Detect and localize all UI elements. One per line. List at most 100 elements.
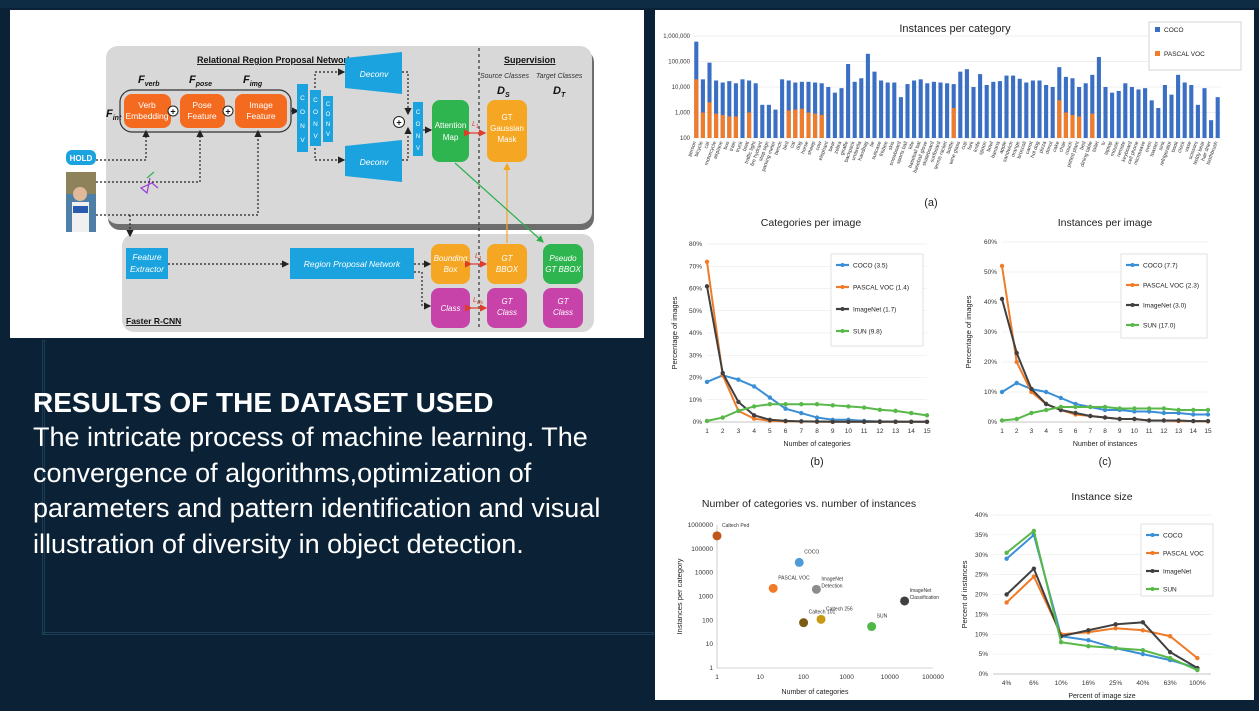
chart-c-point xyxy=(1132,416,1137,422)
chart-c-point xyxy=(1191,407,1196,413)
chart-b-point xyxy=(846,419,851,424)
chart-e-point xyxy=(1004,600,1009,605)
chart-a-category-label: zebra xyxy=(833,141,843,155)
chart-a-bar-coco xyxy=(1202,88,1207,138)
chart-a-category-label: toaster xyxy=(1149,140,1160,157)
chart-c-point xyxy=(999,296,1005,302)
chart-a-category-label: person xyxy=(687,141,698,158)
chart-d-point xyxy=(712,531,722,541)
gt-gaussian-box xyxy=(487,100,527,162)
chart-c-title: Instances per image xyxy=(1058,217,1153,229)
feature-extractor-line1: Feature xyxy=(132,252,162,262)
chart-a-category-label: frisbee xyxy=(879,141,890,158)
chart-a-category-label: truck xyxy=(735,140,745,153)
faster-rcnn-title: Faster R-CNN xyxy=(126,316,181,326)
chart-b-legend-marker xyxy=(840,263,845,267)
chart-c-point xyxy=(1014,416,1019,422)
chart-instances-per-image: Instances per image0%10%20%30%40%50%60%1… xyxy=(964,217,1212,468)
chart-d-point-label: PASCAL VOC xyxy=(778,575,810,581)
chart-a-bar-coco xyxy=(1077,87,1082,138)
chart-a-bar-coco xyxy=(1017,78,1022,138)
chart-b-point xyxy=(751,413,757,418)
chart-a-bar-coco xyxy=(885,82,890,138)
chart-e-point xyxy=(1058,640,1064,645)
chart-a-bar-coco xyxy=(879,80,884,138)
chart-d-ytick: 100000 xyxy=(691,546,713,553)
chart-c-point xyxy=(1191,418,1196,424)
chart-a-bar-coco xyxy=(1103,87,1108,138)
chart-c-xtick: 12 xyxy=(1160,428,1168,435)
chart-c-point xyxy=(1043,401,1049,407)
chart-a-category-label: pizza xyxy=(1038,141,1048,155)
chart-a-bar-coco xyxy=(931,81,936,138)
chart-d-xlabel: Number of categories xyxy=(782,689,849,696)
chart-a-bar-pascal xyxy=(720,114,725,138)
chart-b-ytick: 40% xyxy=(689,330,702,337)
chart-c-xtick: 4 xyxy=(1044,428,1048,435)
chart-a-category-label: tie xyxy=(869,141,877,148)
chart-a-category-label: remote xyxy=(1116,141,1127,158)
gt-class-target-line1: GT xyxy=(557,297,569,306)
chart-e-point xyxy=(1086,628,1091,633)
chart-d-xtick: 1 xyxy=(715,674,719,681)
chart-a-legend-label: PASCAL VOC xyxy=(1164,51,1205,58)
chart-c-point xyxy=(1146,406,1152,411)
chart-a-bar-coco xyxy=(964,69,969,138)
chart-e-ylabel: Percent of instances xyxy=(960,560,969,628)
chart-b-ylabel: Percentage of images xyxy=(670,296,679,369)
chart-c-legend-marker xyxy=(1130,263,1135,267)
chart-d-xtick: 100000 xyxy=(922,674,944,681)
chart-b-ytick: 70% xyxy=(689,263,702,270)
hold-label: HOLD xyxy=(70,154,93,163)
chart-d-title: Number of categories vs. number of insta… xyxy=(702,498,916,510)
chart-a-bar-coco xyxy=(780,79,785,138)
chart-a-ytick: 100,000 xyxy=(668,60,690,66)
chart-a-category-label: tv xyxy=(1100,140,1107,146)
gt-class-target-box xyxy=(543,288,583,328)
chart-a-category-label: airplane xyxy=(713,141,725,161)
chart-e-xtick: 40% xyxy=(1136,680,1149,687)
chart-b-point xyxy=(830,403,835,408)
deconv-top xyxy=(345,52,402,94)
chart-a-bar-coco xyxy=(1096,57,1101,138)
chart-a-category-label: sheep xyxy=(807,141,818,156)
chart-a-bar-coco xyxy=(991,81,996,138)
chart-e-point xyxy=(1167,634,1173,639)
chart-a-bar-pascal xyxy=(700,112,705,138)
chart-d-point-label: Caltech Ped xyxy=(722,523,749,529)
chart-a-bar-pascal xyxy=(714,113,719,138)
chart-b-legend-marker xyxy=(840,307,845,311)
chart-a-bar-coco xyxy=(1129,87,1134,138)
results-heading: RESULTS OF THE DATASET USED xyxy=(33,387,494,418)
chart-a-category-label: bicycle xyxy=(694,141,705,158)
chart-e-point xyxy=(1195,667,1200,673)
chart-a-category-label: mouse xyxy=(1110,141,1121,158)
chart-c-point xyxy=(1088,404,1093,410)
chart-a-category-label: bed xyxy=(1079,141,1088,151)
chart-c-xtick: 15 xyxy=(1204,428,1212,435)
chart-c-point xyxy=(1088,413,1093,419)
chart-a-bar-coco xyxy=(1011,75,1016,138)
chart-c-ytick: 0% xyxy=(988,419,998,426)
chart-a-bar-coco xyxy=(747,80,752,138)
chart-b-point xyxy=(814,419,820,424)
chart-a-title: Instances per category xyxy=(899,23,1011,35)
chart-c-point xyxy=(1058,395,1064,401)
chart-a-category-label: clock xyxy=(1177,140,1187,154)
bounding-box-line2: Box xyxy=(444,265,459,274)
chart-c-point xyxy=(1043,389,1049,395)
chart-c-legend-label: SUN (17.0) xyxy=(1143,323,1176,330)
chart-b-line xyxy=(706,374,927,423)
chart-a-category-label: giraffe xyxy=(839,141,850,157)
chart-d-xtick: 10 xyxy=(757,674,765,681)
chart-b-point xyxy=(909,419,914,424)
chart-a-bar-coco xyxy=(1063,76,1068,138)
chart-c-xtick: 5 xyxy=(1059,428,1063,435)
chart-b-point xyxy=(893,419,898,424)
chart-e-legend-label: ImageNet xyxy=(1163,569,1191,576)
chart-instances-per-category: Instances per category1,000,000100,00010… xyxy=(663,21,1242,209)
chart-a-category-label: fork xyxy=(967,140,976,151)
rrpn-title: Relational Region Proposal Network xyxy=(197,55,353,65)
chart-a-bar-coco xyxy=(1116,90,1121,138)
chart-c-point xyxy=(999,263,1005,269)
